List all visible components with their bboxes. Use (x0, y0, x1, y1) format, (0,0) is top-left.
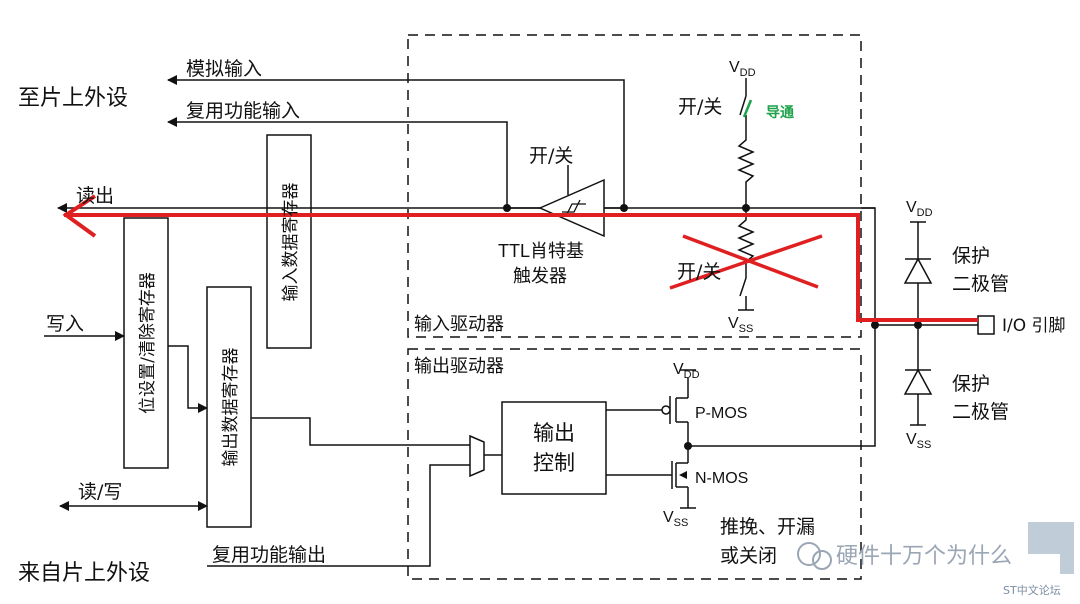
watermark-forum: ST中文论坛 (1003, 583, 1061, 597)
output-data-register-label: 输出数据寄存器 (221, 348, 241, 467)
pulldown-disabled-cross (669, 234, 823, 290)
pulldown-switch (739, 277, 747, 297)
output-driver-label: 输出驱动器 (414, 356, 504, 377)
bit-set-reset-register-box (123, 217, 169, 469)
input-driver-label: 输入驱动器 (414, 314, 504, 335)
io-pin-label: I/O 引脚 (1002, 316, 1066, 336)
junction-dots (503, 204, 922, 450)
wechat-icon (797, 542, 832, 570)
schmitt-label-line1: TTL肖特基 (498, 241, 584, 261)
schmitt-trigger (538, 165, 605, 238)
to-peripheral-label: 至片上外设 (18, 86, 128, 111)
watermark-account: 硬件十万个为什么 (836, 544, 1012, 569)
vss-label-diode: VSS (906, 431, 931, 451)
input-data-register-box (266, 134, 312, 349)
read-write-label: 读/写 (78, 481, 122, 503)
protect-diode-top-label-1: 保护 (952, 245, 990, 267)
watermark-corner-icon (1028, 522, 1074, 574)
mode-label-line2: 或关闭 (720, 545, 777, 567)
pullup-switch (739, 95, 747, 116)
io-pin-box (977, 315, 995, 335)
nmos-label: N-MOS (695, 470, 748, 487)
protect-diode-bottom-label-2: 二极管 (952, 401, 1009, 423)
protection-diode-bottom (903, 368, 933, 395)
vdd-label-pullup: VDD (729, 59, 756, 79)
highlight-read-path (64, 213, 978, 322)
input-driver-box (407, 34, 862, 338)
pullup-switch-label: 开/关 (678, 96, 722, 118)
alt-func-output-label: 复用功能输出 (212, 544, 326, 566)
schmitt-label-line2: 触发器 (513, 266, 567, 287)
bit-set-reset-register-label: 位设置/清除寄存器 (138, 272, 158, 414)
protection-diode-top (903, 257, 933, 284)
alt-func-input-label: 复用功能输入 (186, 100, 300, 122)
output-driver-box (407, 348, 862, 580)
nmos-arrow (679, 471, 687, 479)
output-control-box (501, 401, 607, 495)
output-mux (469, 434, 485, 478)
pmos-label: P-MOS (695, 405, 747, 422)
schmitt-switch-label: 开/关 (529, 145, 573, 167)
vss-label-nmos: VSS (663, 509, 688, 529)
highlight-arrow-head (62, 194, 97, 238)
write-in-label: 写入 (46, 313, 84, 335)
conducting-switch-mark (742, 99, 753, 118)
vdd-label-pmos: VDD (673, 361, 700, 381)
output-control-label-line1: 输出 (533, 421, 575, 445)
read-out-label: 读出 (76, 185, 114, 207)
mode-label-line1: 推挽、开漏 (720, 516, 815, 538)
pmos-gate-bubble (661, 405, 671, 415)
vdd-label-diode: VDD (906, 199, 933, 219)
input-data-register-label: 输入数据寄存器 (281, 183, 301, 302)
conducting-label: 导通 (766, 105, 794, 121)
vss-label-pulldown: VSS (728, 315, 753, 335)
analog-input-label: 模拟输入 (186, 58, 262, 80)
protect-diode-top-label-2: 二极管 (952, 273, 1009, 295)
output-control-label-line2: 控制 (533, 451, 575, 475)
from-peripheral-label: 来自片上外设 (18, 561, 150, 586)
pulldown-switch-label: 开/关 (677, 261, 721, 283)
protect-diode-bottom-label-1: 保护 (952, 373, 990, 395)
